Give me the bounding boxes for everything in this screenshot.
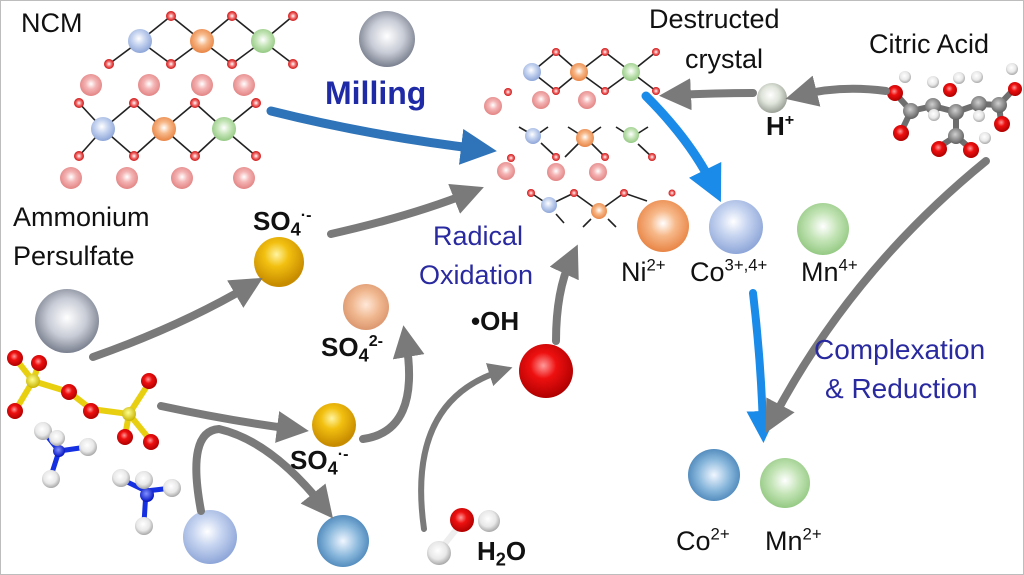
ni2-ion [637,200,689,252]
ammonium-ion-1 [34,422,97,488]
water-label: H2O [477,536,527,570]
destructed-label-line1: Destructed [649,4,780,34]
reduction-arrow [746,289,779,443]
milling-ball [359,11,415,67]
citric-complexation-arrow [765,157,990,434]
radical-oxidation-label-line1: Radical [433,221,524,251]
ni2-label: Ni2+ [621,255,666,287]
radical-oxidation-label-line2: Oxidation [419,260,534,290]
radical-to-crystal-arrow [327,184,484,238]
so4-radical-top-label: SO4·- [253,206,312,240]
sulfate-ball [343,284,389,330]
so4-radical-ball-top [254,237,304,287]
co-activation-arrow [192,424,333,519]
hydroxyl-to-crystal-arrow [549,244,579,345]
ncm-crystal-lattice [60,11,298,189]
persulfate-to-radical-bottom-arrow [157,402,309,443]
proton-to-crystal-arrow [659,78,757,111]
ammonium-ion-2 [112,469,181,535]
milling-arrow [266,106,497,165]
ncm-label: NCM [21,8,83,38]
mn2-label: Mn2+ [765,524,822,556]
co34-ion [709,200,763,254]
citric-to-proton-arrow [785,75,890,107]
complexation-label-line2: & Reduction [825,373,978,404]
persulfate-to-radical-arrow [89,277,263,361]
sulfate-label: SO42- [321,332,384,366]
water-to-hydroxyl-arrow [418,363,513,532]
citric-acid-label: Citric Acid [869,29,990,59]
water-molecule [427,508,500,565]
mn2-ion [760,458,810,508]
co34-label: Co3+,4+ [690,255,768,287]
ammonium-label-line1: Ammonium [13,202,150,232]
complexation-label-line1: Complexation [814,334,986,365]
ammonium-label-line2: Persulfate [13,241,135,271]
radical-to-sulfate-arrow [359,325,425,443]
hydroxyl-label: •OH [471,306,520,336]
destruct-to-ions-arrow [641,91,722,203]
mn4-ion [797,203,849,255]
citric-acid-molecule [887,63,1022,158]
co2-ion [688,449,740,501]
persulfate-ball [35,289,99,353]
co-ion-reactant [183,510,237,564]
proton [757,83,787,113]
so4-radical-ball-bottom [312,403,356,447]
destructed-crystal-lattice [484,48,676,228]
hydroxyl-radical-ball [519,344,573,398]
persulfate-molecule [7,350,159,450]
proton-label: H+ [766,111,795,141]
co-ion-product [317,515,369,567]
so4-radical-bottom-label: SO4·- [290,445,349,479]
co2-label: Co2+ [676,524,730,556]
mn4-label: Mn4+ [801,255,858,287]
destructed-label-line2: crystal [685,44,764,74]
milling-label: Milling [325,75,427,111]
